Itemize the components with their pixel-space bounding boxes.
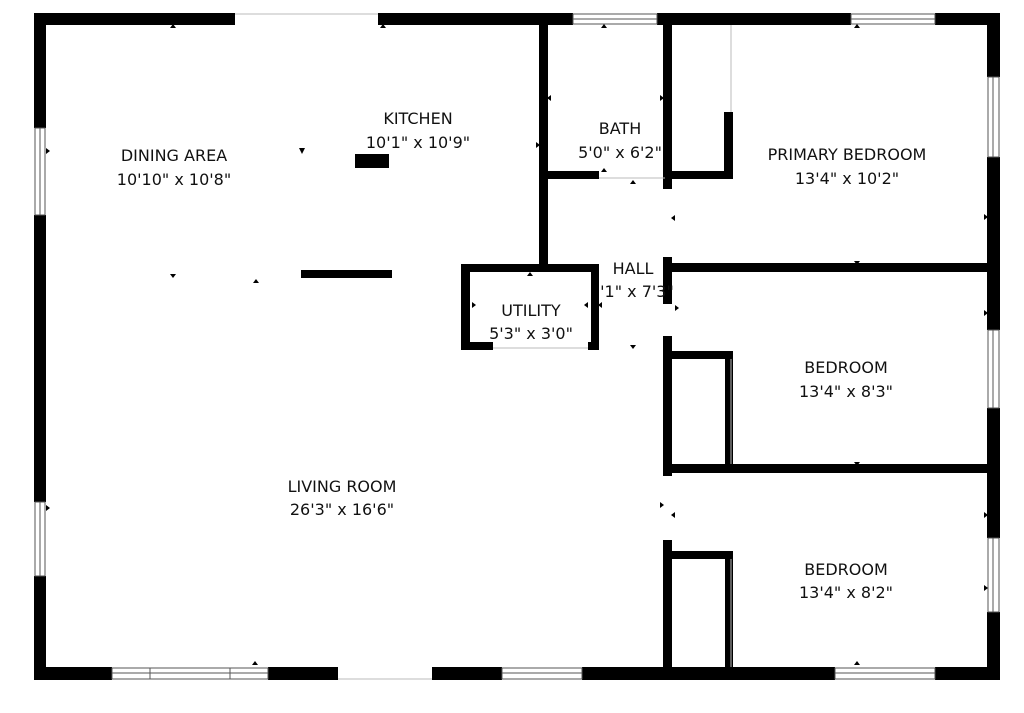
windows (34, 13, 1000, 680)
hall-dims: '1" x 7'3" (600, 282, 674, 301)
utility-dims: 5'3" x 3'0" (489, 324, 573, 343)
wall-bedroom2-bedroom3 (665, 464, 1000, 473)
wall-utility-bottom (461, 342, 493, 350)
wall-right-top (987, 13, 1000, 77)
wall-bottom-5 (935, 667, 1000, 680)
door-lines (235, 13, 732, 680)
dining-area-name: DINING AREA (121, 146, 227, 165)
kitchen-dims: 10'1" x 10'9" (366, 133, 470, 152)
kitchen-name: KITCHEN (383, 109, 452, 128)
bedroom3-dims: 13'4" x 8'2" (799, 583, 893, 602)
wall-top-right (935, 13, 1000, 25)
wall-top-mid (378, 13, 573, 25)
wall-bottom-4 (582, 667, 835, 680)
wall-left-mid (34, 215, 46, 502)
bath-name: BATH (599, 119, 641, 138)
wall-bottom-1 (34, 667, 112, 680)
wall-hall-right-mid (663, 257, 672, 304)
living-room-dims: 26'3" x 16'6" (290, 500, 394, 519)
wall-top-left (34, 13, 235, 25)
wall-top-mid2 (657, 13, 851, 25)
utility-name: UTILITY (501, 301, 561, 320)
bedroom3-name: BEDROOM (804, 560, 888, 579)
wall-closet-b2-side (725, 351, 733, 464)
wall-bottom-3 (432, 667, 502, 680)
kitchen-appliance (355, 154, 389, 168)
wall-bath-bottom-right (665, 171, 733, 179)
wall-left-top (34, 13, 46, 128)
room-labels: DINING AREA 10'10" x 10'8" KITCHEN 10'1"… (117, 109, 927, 602)
wall-closet-b3-top (665, 551, 733, 559)
wall-closet-b3-side (725, 551, 733, 667)
wall-closet-b2-top (665, 351, 733, 359)
wall-right-mid1 (987, 157, 1000, 330)
wall-primary-closet (724, 112, 733, 179)
living-room-name: LIVING ROOM (288, 477, 397, 496)
interior-walls (301, 25, 1000, 670)
hall-name: HALL (613, 259, 654, 278)
wall-utility-left (461, 264, 470, 350)
wall-utility-top (461, 264, 599, 272)
wall-hall-right-bottom (663, 540, 672, 670)
wall-hall-right-lower (663, 336, 672, 476)
bath-dims: 5'0" x 6'2" (578, 143, 662, 162)
exterior-walls (34, 13, 1000, 680)
wall-kitchen-bath (539, 25, 548, 265)
wall-bath-bottom (539, 171, 599, 179)
wall-bottom-2 (268, 667, 338, 680)
wall-utility-right (591, 264, 599, 350)
kitchen-island (301, 270, 392, 278)
bedroom2-dims: 13'4" x 8'3" (799, 382, 893, 401)
wall-bath-primary (663, 25, 672, 175)
bedroom2-name: BEDROOM (804, 358, 888, 377)
dining-area-dims: 10'10" x 10'8" (117, 170, 231, 189)
wall-primary-bedroom2 (665, 263, 1000, 272)
markers (46, 24, 988, 665)
primary-bedroom-dims: 13'4" x 10'2" (795, 169, 899, 188)
primary-bedroom-name: PRIMARY BEDROOM (768, 145, 927, 164)
wall-left-bottom (34, 576, 46, 680)
wall-right-bottom (987, 612, 1000, 680)
wall-hall-right-upper (663, 171, 672, 189)
